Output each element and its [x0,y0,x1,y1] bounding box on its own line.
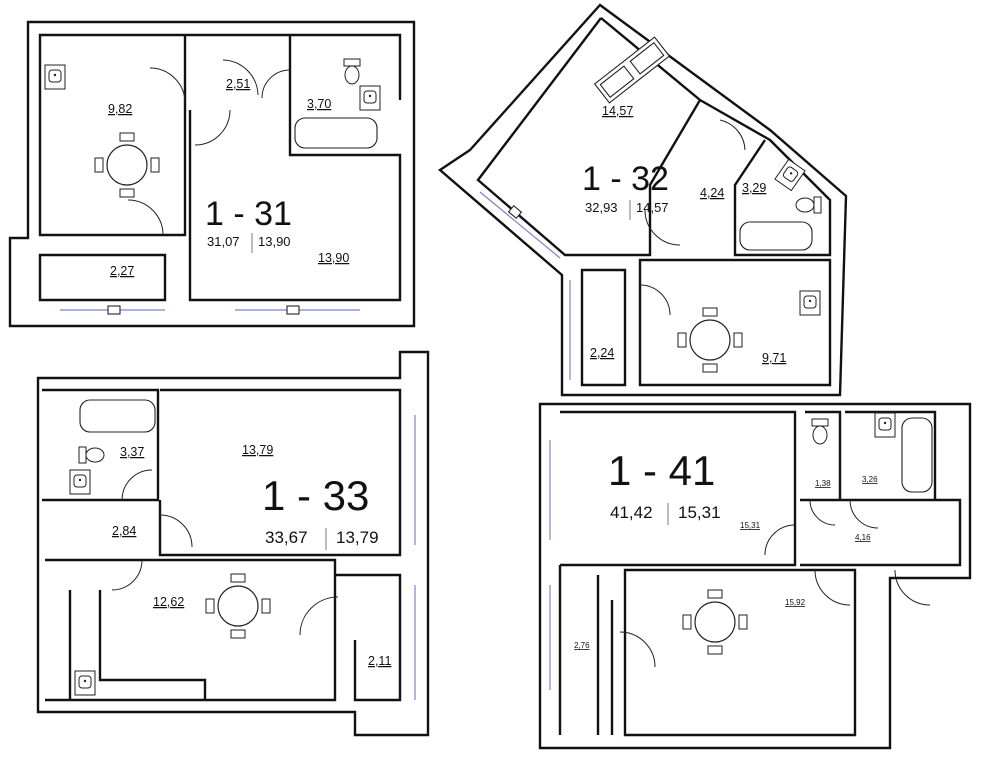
room-area-hall: 4,24 [700,186,724,200]
room-area-bath: 3,70 [307,97,331,111]
toilet-icon [811,418,829,445]
plan-1-32: 14,57 4,24 3,29 2,24 9,71 1 - 32 32,93 1… [438,3,848,397]
plan-1-33: 3,37 13,79 2,84 12,62 2,11 1 - 33 33,67 … [36,350,430,737]
total-area: 32,93 [585,200,618,215]
door-swing-icon [299,596,339,636]
living-area: 14,57 [636,200,669,215]
sink-icon [799,290,821,316]
radiator-icon [107,305,121,315]
room-area-living: 13,79 [242,443,273,457]
room-area-kitchen: 12,62 [153,595,184,609]
plan-1-41-outer-wall [538,402,972,750]
plan-id: 1 - 32 [582,160,669,198]
plan-1-32-window-left [479,191,561,259]
room-area-wc: 1,38 [815,479,831,488]
door-swing-icon [194,109,231,146]
door-swing-icon [127,199,164,236]
sink-icon [74,670,96,696]
total-area: 31,07 [207,234,240,249]
bathtub-icon [739,221,813,251]
plan-1-33-inner-walls [42,388,402,702]
plan-1-32-outer-wall [438,3,848,397]
door-swing-icon [619,631,656,668]
room-area-hall: 2,51 [226,77,250,91]
living-area: 13,79 [336,528,379,547]
plan-id: 1 - 33 [262,472,369,519]
plan-id: 1 - 31 [205,195,292,233]
door-swing-icon [159,514,193,548]
room-area-kitchen: 9,71 [762,351,786,365]
room-area-loggia: 2,24 [590,346,614,360]
door-swing-icon [261,69,291,99]
radiator-icon [286,305,300,315]
bathtub-icon [79,399,156,433]
dining-table-icon [677,307,743,373]
sink-icon [359,85,381,111]
plan-1-31-inner-walls [38,33,402,302]
dining-table-icon [94,132,160,198]
bathtub-icon [901,417,933,493]
dining-table-icon [205,573,271,639]
plan-id: 1 - 41 [608,447,715,494]
door-swing-icon [809,499,836,526]
room-area-bath: 3,29 [742,181,766,195]
door-swing-icon [644,209,681,246]
door-swing-icon [111,559,143,591]
room-area-bath: 3,26 [862,475,878,484]
plan-1-33-outer-wall [36,350,430,737]
plan-1-32-inner-walls [476,17,832,387]
door-swing-icon [814,569,851,606]
plan-1-41: 1,38 3,26 15,31 4,16 15,92 2,76 1 - 41 4… [538,402,972,750]
sink-icon [774,158,806,192]
door-swing-icon [849,499,879,529]
total-area: 33,67 [265,528,308,547]
plan-1-31-outer-wall [8,20,416,328]
room-area-loggia: 2,11 [368,654,391,668]
toilet-icon [78,446,105,464]
room-area-living: 15,31 [740,521,761,530]
toilet-icon [343,58,361,85]
living-area: 13,90 [258,234,291,249]
door-swing-icon [222,59,259,96]
door-swing-icon [764,524,796,556]
room-area-loggia: 2,27 [110,264,134,278]
room-area-hall: 4,16 [855,533,871,542]
room-area-kitchen: 9,82 [108,102,132,116]
room-area-hall: 2,84 [112,524,136,538]
total-area: 41,42 [610,503,653,522]
sink-icon [69,469,91,495]
room-area-living: 14,57 [602,104,633,118]
room-area-bath: 3,37 [120,445,144,459]
sofa-icon [593,36,671,104]
room-area-loggia: 2,76 [574,641,590,650]
door-swing-icon [639,284,671,316]
door-swing-icon [719,119,746,151]
room-area-kitchen: 15,92 [785,598,806,607]
sink-icon [44,64,66,90]
toilet-icon [795,196,822,214]
plan-1-41-inner-walls [558,410,962,737]
door-swing-icon [149,67,186,104]
living-area: 15,31 [678,503,721,522]
sink-icon [874,412,896,438]
door-swing-icon [121,469,153,501]
plan-1-31: 9,82 2,51 3,70 2,27 13,90 1 - 31 31,07 1… [8,20,416,328]
door-swing-icon [894,569,931,606]
dining-table-icon [682,589,748,655]
bathtub-icon [294,117,378,149]
radiator-icon [507,204,523,220]
room-area-living: 13,90 [318,251,349,265]
